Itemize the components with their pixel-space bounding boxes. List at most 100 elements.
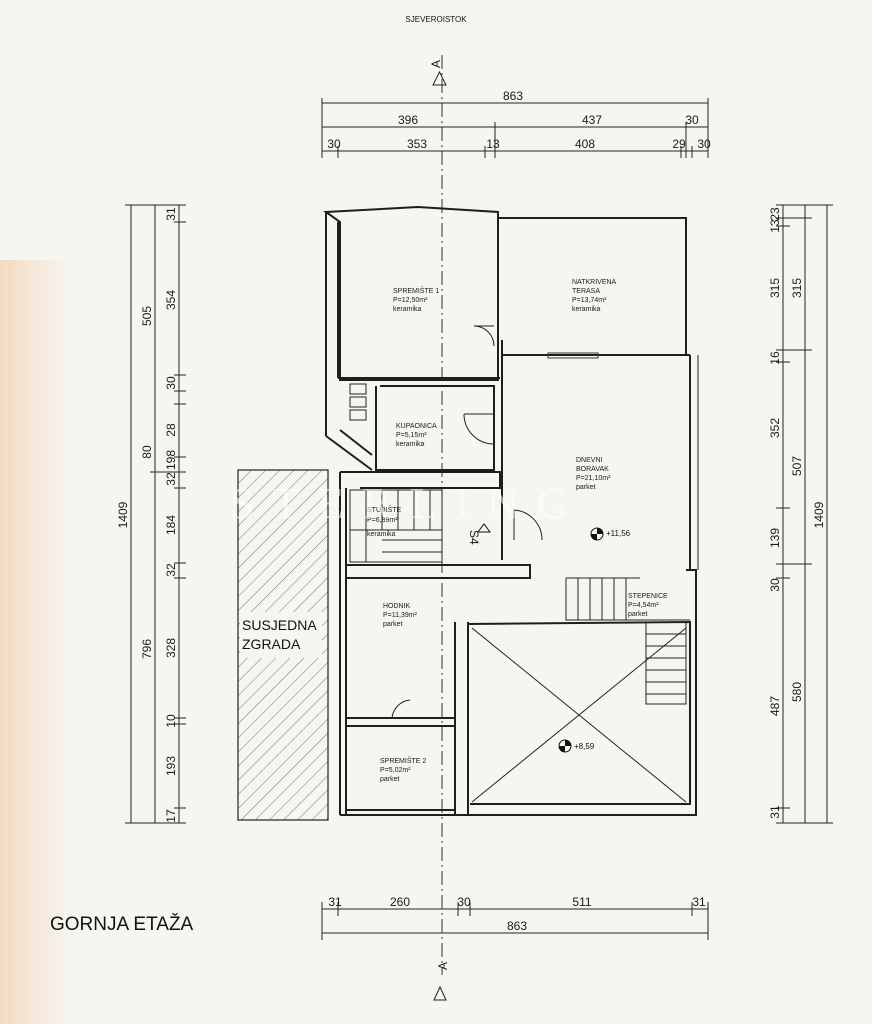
- dim-bottom-31a: 31: [328, 895, 342, 909]
- room-finish: keramika: [396, 441, 425, 448]
- dim-left-198: 198: [164, 450, 178, 470]
- watermark: STERLING: [230, 479, 587, 528]
- room-finish: parket: [380, 776, 400, 783]
- room-natkrivena-terasa: NATKRIVENA TERASA P=13,74m² keramika: [572, 279, 617, 313]
- dim-right-30: 30: [768, 578, 782, 592]
- dim-bottom-total: 863: [507, 919, 527, 933]
- section-marker-top: A: [429, 60, 443, 68]
- room-kupaonica: KUPAONICA P=5,15m² keramika: [396, 423, 437, 448]
- room-stubiste: STUBIŠTE P=6,89m² keramika: [367, 505, 402, 538]
- dim-top-30a: 30: [685, 113, 699, 127]
- dim-top-353: 353: [407, 137, 427, 151]
- orientation-label: SJEVEROISTOK: [405, 15, 467, 24]
- dim-top-29: 29: [672, 137, 686, 151]
- dim-right-580: 580: [790, 682, 804, 702]
- room-area: P=5,02m²: [380, 767, 411, 774]
- dims-bottom: 31 260 30 511 31 863: [321, 895, 709, 940]
- room-spremiste-1: SPREMIŠTE 1 P=12,50m² keramika: [393, 286, 439, 313]
- level-marker-lower: +8,59: [558, 739, 595, 753]
- dim-left-328: 328: [164, 638, 178, 658]
- dim-top-13: 13: [486, 137, 500, 151]
- room-area: P=13,74m²: [572, 297, 607, 304]
- dim-top-396: 396: [398, 113, 418, 127]
- stair-code: S4: [467, 530, 481, 545]
- dim-right-487: 487: [768, 696, 782, 716]
- dims-right: 23 13 315 16 352 139 30 487 31 315 507 5…: [768, 204, 833, 824]
- dim-right-507: 507: [790, 456, 804, 476]
- paper-stain: [0, 260, 70, 1024]
- dim-right-total: 1409: [812, 501, 826, 528]
- neighbor-label-line1: SUSJEDNA: [242, 617, 317, 633]
- neighbor-label-line2: ZGRADA: [242, 636, 301, 652]
- room-spremiste-2: SPREMIŠTE 2 P=5,02m² parket: [380, 756, 426, 783]
- room-finish: keramika: [393, 306, 422, 313]
- room-name-2: BORAVAK: [576, 466, 609, 473]
- level-marker-upper: +11,56: [590, 527, 631, 541]
- section-arrow-bottom: [433, 985, 447, 1001]
- dim-right-315b: 315: [790, 278, 804, 298]
- dim-right-352: 352: [768, 418, 782, 438]
- dim-left-193: 193: [164, 756, 178, 776]
- room-area: P=11,39m²: [383, 612, 418, 619]
- room-finish: keramika: [572, 306, 601, 313]
- level-upper: +11,56: [606, 529, 631, 538]
- doors: [391, 325, 543, 719]
- storage-shelves: [349, 383, 367, 421]
- void-diagonal-2: [471, 627, 687, 803]
- dim-left-184: 184: [164, 515, 178, 535]
- room-area: P=6,89m²: [367, 517, 398, 524]
- dim-top-30b: 30: [327, 137, 341, 151]
- dim-top-30c: 30: [697, 137, 711, 151]
- dim-left-32b: 32: [164, 563, 178, 577]
- floor-title: GORNJA ETAŽA: [50, 913, 194, 935]
- room-name: DNEVNI: [576, 457, 603, 464]
- walls: [323, 205, 699, 816]
- room-name: HODNIK: [383, 603, 411, 610]
- section-marker-bottom: A: [436, 962, 450, 970]
- dim-right-13: 13: [768, 219, 782, 233]
- stairs-stepenice: [565, 577, 690, 705]
- section-arrow-top: [432, 70, 447, 86]
- room-finish: parket: [383, 621, 403, 628]
- room-name: STEPENICE: [628, 593, 668, 600]
- room-name: SPREMIŠTE 2: [380, 756, 426, 765]
- room-area: P=4,54m²: [628, 602, 659, 609]
- dim-right-31: 31: [768, 805, 782, 819]
- dim-left-10: 10: [164, 714, 178, 728]
- dim-right-315a: 315: [768, 278, 782, 298]
- stair-arrow: [477, 523, 491, 533]
- dim-left-17: 17: [164, 809, 178, 823]
- dim-left-28: 28: [164, 423, 178, 437]
- dim-top-437: 437: [582, 113, 602, 127]
- room-finish: keramika: [367, 531, 396, 538]
- dim-left-796: 796: [140, 639, 154, 659]
- dim-left-32a: 32: [164, 472, 178, 486]
- room-dnevni-boravak: DNEVNI BORAVAK P=21,10m² parket: [576, 457, 611, 491]
- dim-bottom-30: 30: [457, 895, 471, 909]
- dim-left-30: 30: [164, 376, 178, 390]
- room-finish: parket: [628, 611, 648, 618]
- dim-left-total: 1409: [116, 501, 130, 528]
- dim-left-80: 80: [140, 445, 154, 459]
- room-area: P=5,15m²: [396, 432, 427, 439]
- dims-top: 863 396 437 30 30 353 13 408 29 30: [321, 89, 711, 158]
- dim-left-505: 505: [140, 306, 154, 326]
- level-lower: +8,59: [574, 742, 595, 751]
- room-name: SPREMIŠTE 1: [393, 286, 439, 295]
- dim-top-total: 863: [503, 89, 523, 103]
- room-name: NATKRIVENA: [572, 279, 617, 286]
- room-stepenice: STEPENICE P=4,54m² parket: [628, 593, 668, 618]
- room-hodnik: HODNIK P=11,39m² parket: [383, 603, 418, 628]
- dim-right-23: 23: [768, 207, 782, 221]
- room-area: P=21,10m²: [576, 475, 611, 482]
- room-name: KUPAONICA: [396, 423, 437, 430]
- dim-right-139: 139: [768, 528, 782, 548]
- room-finish: parket: [576, 484, 596, 491]
- dims-left: 1409 505 80 796 31 354 30 28 198 32 184 …: [116, 204, 186, 824]
- stairs-stubiste: [349, 489, 443, 563]
- window-terrace: [547, 352, 599, 359]
- room-name: STUBIŠTE: [367, 505, 402, 514]
- room-name-2: TERASA: [572, 288, 600, 295]
